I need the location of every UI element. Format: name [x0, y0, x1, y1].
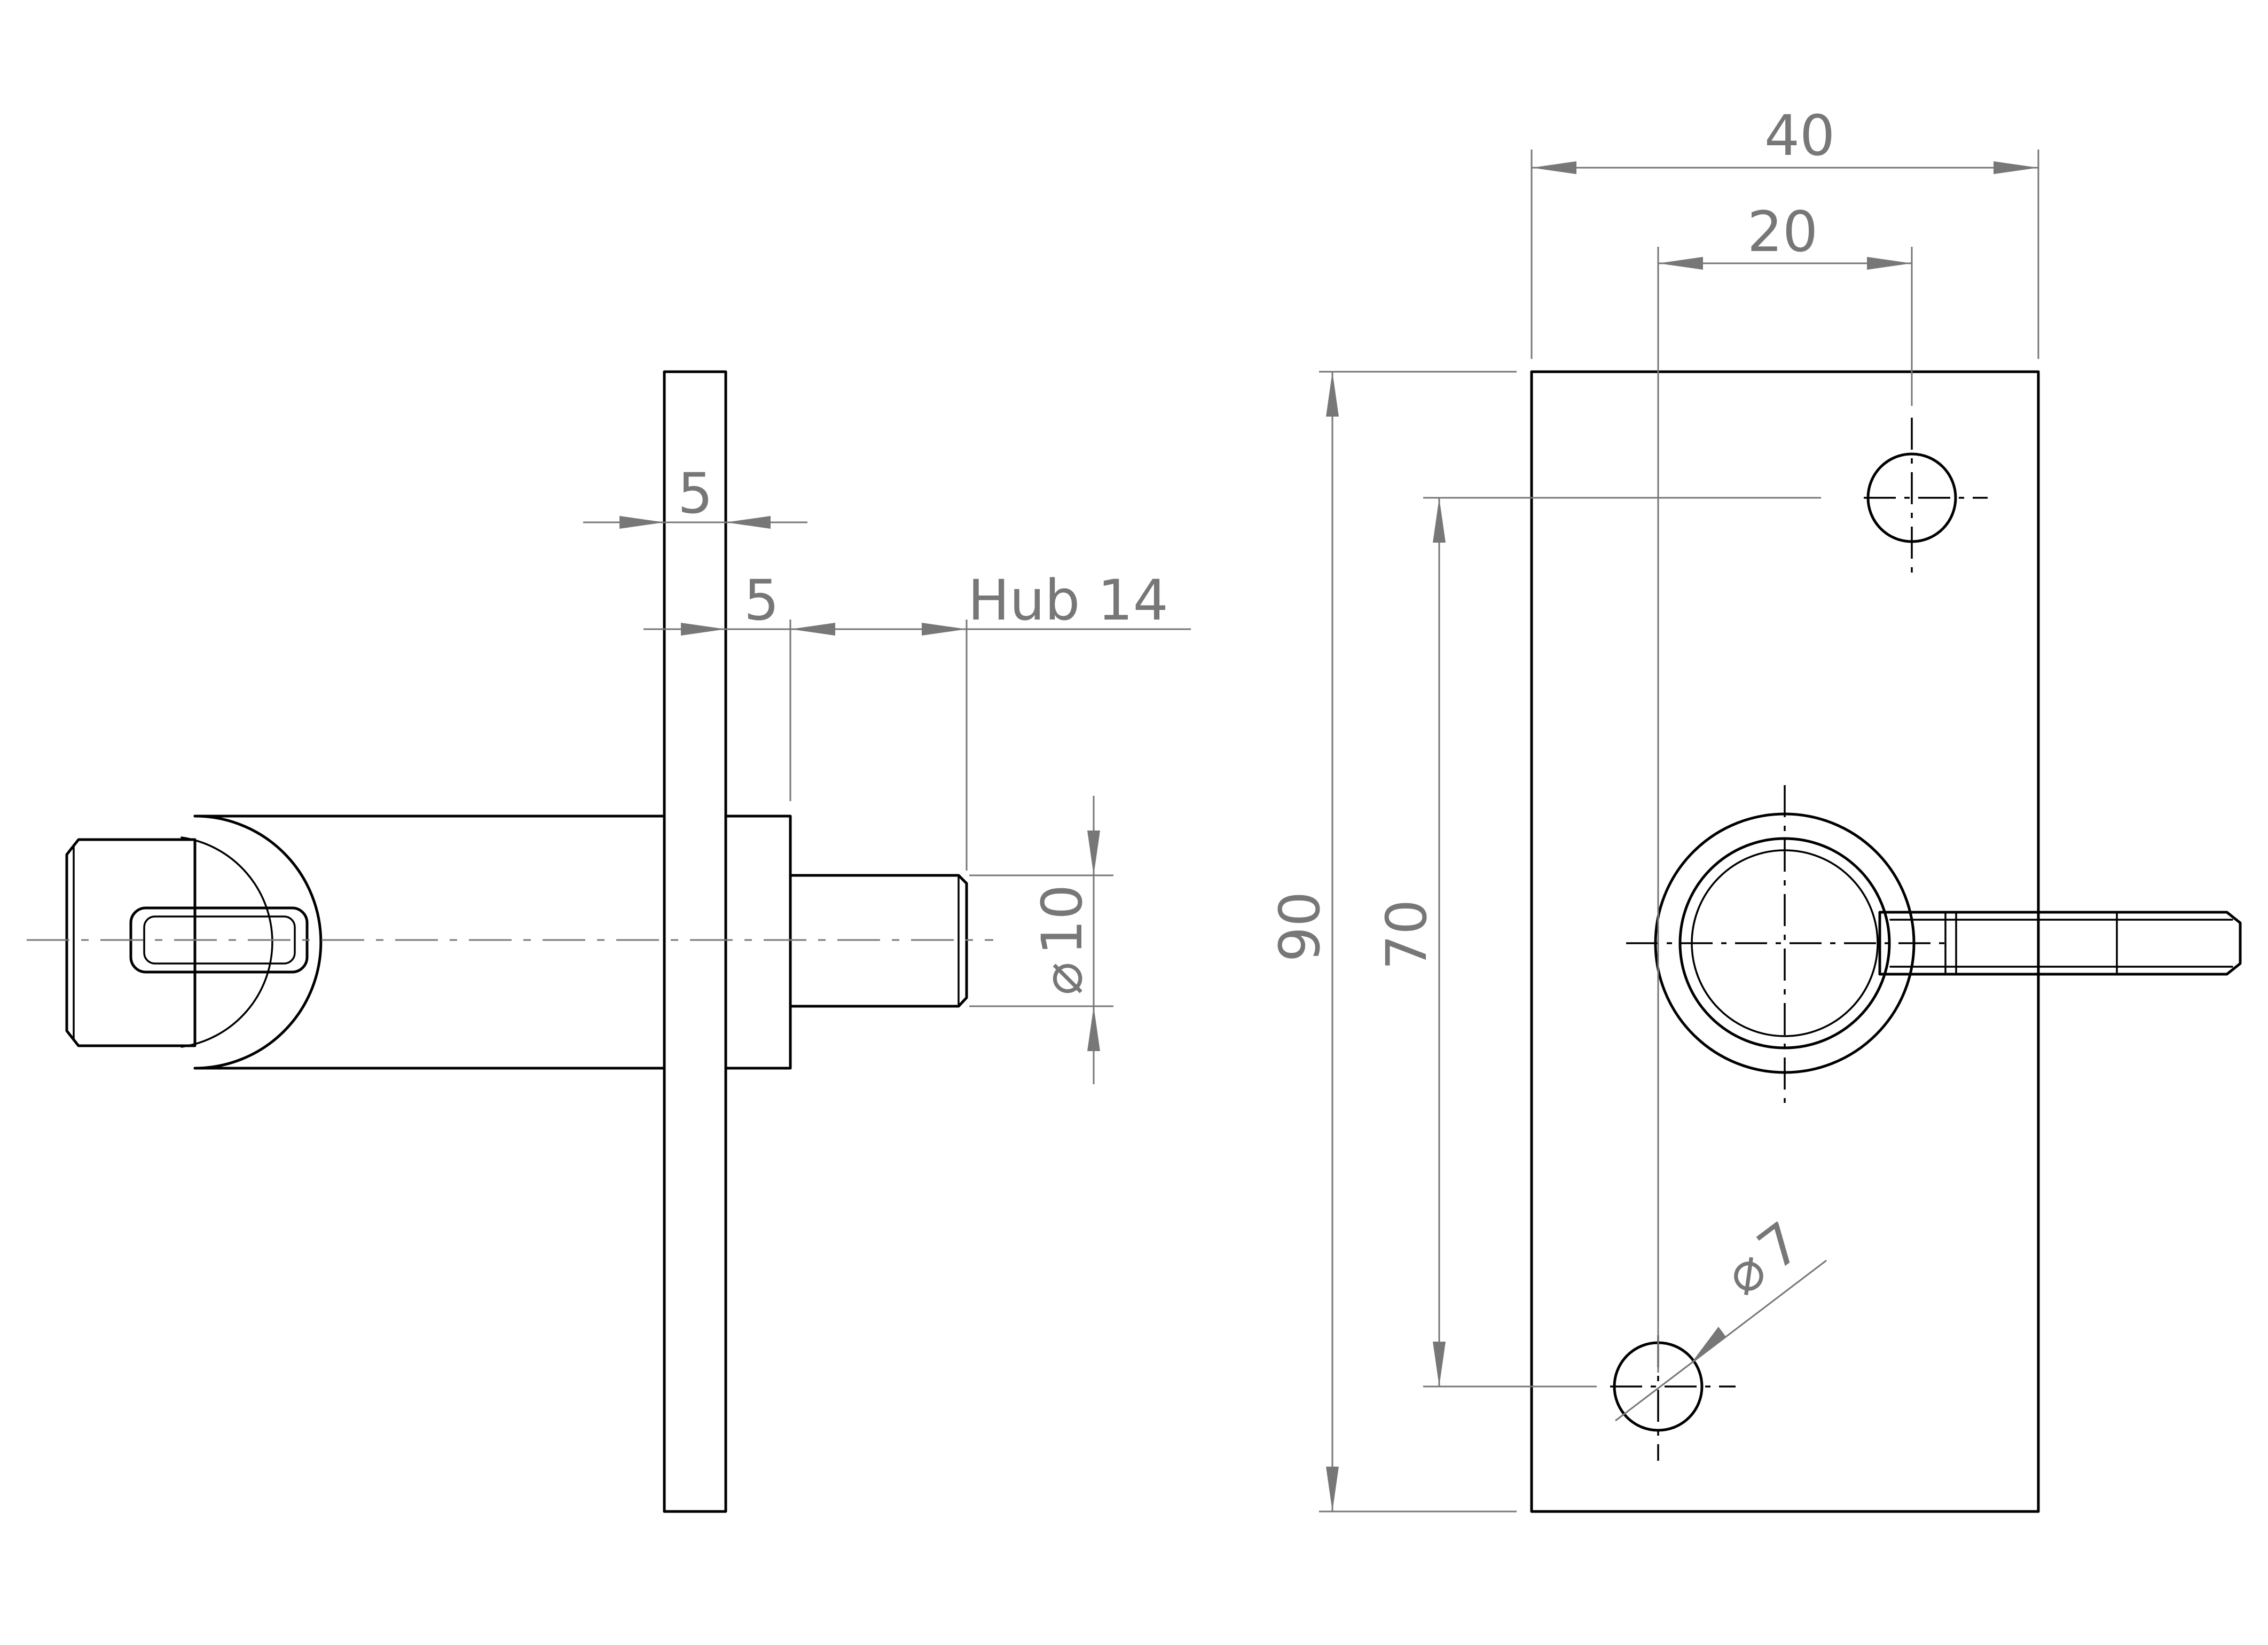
dim-plate-height-text: 90 [1267, 891, 1332, 962]
dim-plate-height: 90 [1267, 372, 1339, 1511]
dim-flange-thickness-text: 5 [678, 461, 713, 526]
ring-center-cross [1626, 785, 1949, 1103]
dim-pin-diameter-text: 10 [1030, 884, 1095, 955]
dim-pin-diameter-symbol: ⌀ [1030, 962, 1095, 996]
dim-collar-length-text: 5 [744, 568, 779, 633]
mounting-hole-top-cross [1864, 418, 1988, 578]
handle-bar [1878, 911, 2242, 976]
handle-bar-detail [1889, 911, 2233, 975]
dim-hole-offset: 20 [1658, 199, 1912, 270]
side-view: 5 5 Hub 14 ⌀ 10 [27, 370, 1191, 1513]
handle-slot-inner [143, 915, 296, 965]
ring-side-inner [181, 836, 273, 1048]
dim-plate-width: 40 [1532, 103, 2038, 174]
dim-stroke-text: Hub 14 [968, 568, 1168, 633]
dim-collar-length: 5 Hub 14 [643, 568, 1191, 636]
dim-plate-width-text: 40 [1764, 103, 1835, 168]
dim-pin-diameter: ⌀ 10 [969, 796, 1113, 1084]
dim-hole-diameter: ⌀ 7 [1615, 1209, 1827, 1422]
dim-hole-spacing: 70 [1374, 498, 1446, 1386]
flange-plate-side [663, 370, 727, 1513]
dim-flange-thickness: 5 [583, 461, 807, 529]
collar [724, 814, 792, 1070]
dim-hole-offset-text: 20 [1747, 199, 1818, 264]
flange-plate-front [1530, 370, 2040, 1513]
dim-hole-spacing-text: 70 [1374, 899, 1439, 970]
housing-body [193, 814, 666, 1070]
ring-side [193, 814, 323, 1070]
front-view: 40 20 90 70 ⌀ 7 [1267, 103, 2242, 1513]
